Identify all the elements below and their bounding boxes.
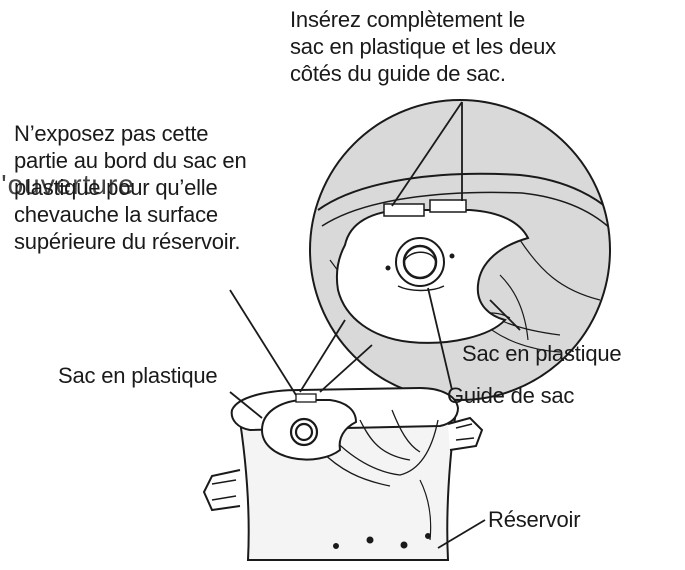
guide-tab-right	[430, 200, 466, 212]
label-tank: Réservoir	[488, 506, 580, 533]
label-plastic-bag-left: Sac en plastique	[58, 362, 217, 389]
tank-handle-right	[448, 418, 482, 450]
label-noexpose-line-4: chevauche la surface	[14, 201, 246, 228]
label-noexpose-line-2: partie au bord du sac en	[14, 147, 246, 174]
label-insert-line-1: Insérez complètement le	[290, 6, 556, 33]
guide-tab-left	[384, 204, 424, 216]
tank-drawing	[204, 388, 482, 560]
tank-handle-left	[204, 470, 240, 510]
label-insert-line-3: côtés du guide de sac.	[290, 60, 556, 87]
label-noexpose-line-3: plastique pour qu’elle	[14, 174, 246, 201]
label-do-not-expose: N’exposez pas cette partie au bord du sa…	[14, 120, 246, 255]
label-insert-fully: Insérez complètement le sac en plastique…	[290, 6, 556, 87]
label-noexpose-line-5: supérieure du réservoir.	[14, 228, 246, 255]
label-noexpose-line-1: N’exposez pas cette	[14, 120, 246, 147]
label-bag-guide: Guide de sac	[447, 382, 574, 409]
label-plastic-bag-right: Sac en plastique	[462, 340, 621, 367]
label-insert-line-2: sac en plastique et les deux	[290, 33, 556, 60]
